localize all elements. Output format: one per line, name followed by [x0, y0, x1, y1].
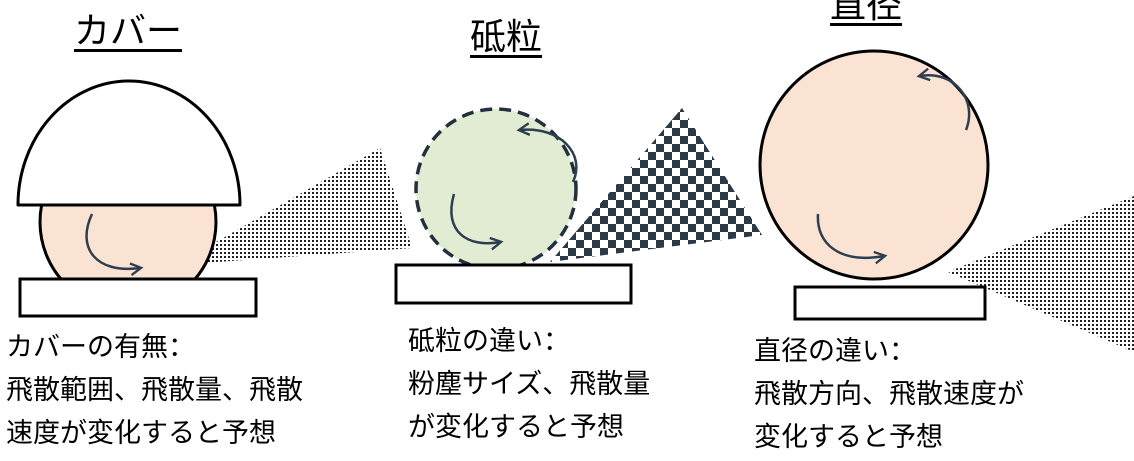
debris-spray-coarse: [550, 108, 762, 262]
panel-cover: [16, 79, 412, 318]
caption-cover-line: 速度が変化すると予想: [6, 418, 276, 449]
debris-spray-fine: [948, 196, 1134, 352]
caption-diameter-line: 変化すると予想: [754, 422, 943, 453]
heading-cover: カバー: [74, 11, 183, 52]
rotation-arrow-icon: [816, 213, 884, 258]
rotation-arrow-icon: [450, 193, 500, 243]
wheel-cover: [16, 79, 242, 207]
heading-abrasive: 砥粒: [470, 17, 543, 58]
work-surface: [394, 263, 633, 305]
grinding-wheel-large: [758, 49, 990, 281]
caption-diameter: 直径の違い： 飛散方向、飛散速度が 変化すると予想: [754, 330, 1024, 459]
caption-abrasive-line: 粉塵サイズ、飛散量: [408, 369, 651, 400]
rotation-arrow-icon: [85, 213, 140, 269]
caption-cover: カバーの有無： 飛散範囲、飛散量、飛散 速度が変化すると予想: [6, 326, 303, 455]
caption-diameter-title: 直径の違い：: [754, 336, 916, 367]
caption-cover-line: 飛散範囲、飛散量、飛散: [6, 375, 303, 406]
caption-abrasive-title: 砥粒の違い：: [408, 326, 570, 357]
work-surface: [18, 277, 258, 318]
heading-diameter: 直径: [830, 0, 903, 26]
grinding-wheel-abrasive: [414, 107, 578, 271]
panel-diameter: [758, 49, 1134, 352]
caption-abrasive: 砥粒の違い： 粉塵サイズ、飛散量 が変化すると予想: [408, 320, 650, 449]
caption-abrasive-line: が変化すると予想: [408, 412, 624, 443]
rotation-arrow-icon: [920, 75, 971, 131]
rotation-arrow-icon: [520, 130, 578, 183]
caption-cover-title: カバーの有無：: [6, 332, 195, 363]
debris-spray-fine: [176, 148, 412, 265]
caption-diameter-line: 飛散方向、飛散速度が: [754, 379, 1024, 410]
work-surface: [793, 285, 987, 321]
panel-abrasive: [394, 107, 762, 305]
